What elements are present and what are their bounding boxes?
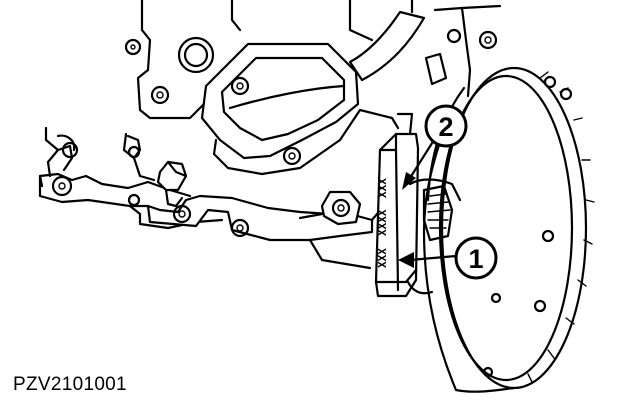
timing-mark-middle: XXXX xyxy=(376,209,389,236)
coolant-pipe xyxy=(348,10,426,82)
callout-1: 1 xyxy=(454,236,498,280)
engine-block xyxy=(124,0,502,120)
callout-arrows xyxy=(398,138,458,268)
mounting-bolt xyxy=(298,190,362,226)
callout-2-number: 2 xyxy=(438,112,453,142)
callout-2: 2 xyxy=(424,104,468,148)
flywheel xyxy=(406,66,595,393)
timing-mark-lower: XXX xyxy=(376,248,389,268)
filter-housing xyxy=(200,42,400,176)
arrow-head-1 xyxy=(398,252,414,268)
callout-1-number: 1 xyxy=(468,244,483,274)
figure-reference-code: PZV2101001 xyxy=(13,374,127,395)
timing-tool: XXX XXXX XXX xyxy=(374,112,420,298)
sensor-bracket xyxy=(146,194,384,270)
arrow-head-2 xyxy=(402,172,416,190)
timing-mark-upper: XXX xyxy=(376,178,389,198)
